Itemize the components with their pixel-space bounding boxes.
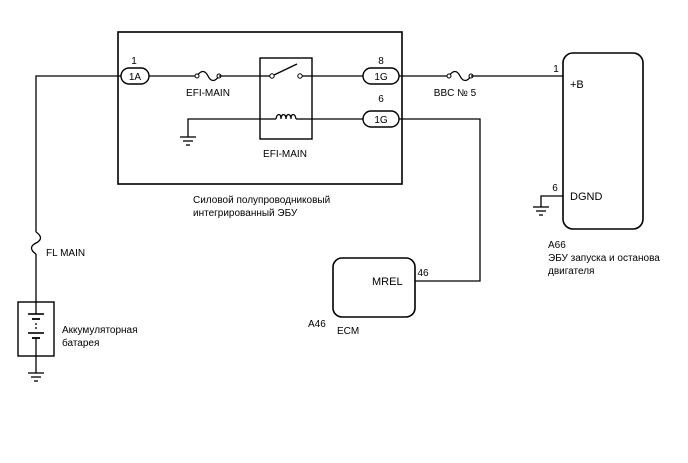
connector-1g-bottom-pin-number: 6 — [378, 94, 384, 105]
ecm-name: ECM — [337, 326, 359, 337]
power-ecu-title-line1: Силовой полупроводниковый — [193, 195, 330, 206]
efi-main-relay — [259, 57, 313, 140]
a66-ref: A66 — [548, 240, 566, 251]
battery-label-line2: батарея — [62, 337, 99, 349]
power-ecu-title-line2: интегрированный ЭБУ — [193, 208, 298, 219]
fl-main-fuse-label: FL MAIN — [46, 248, 85, 259]
bbc-5-fuse-symbol — [448, 70, 472, 82]
connector-1g-top: 8 1G — [362, 56, 400, 85]
a66-name-line2: двигателя — [548, 266, 594, 277]
power-ecu-box — [117, 31, 403, 185]
efi-main-relay-label: EFI-MAIN — [263, 149, 307, 160]
connector-1a-pin-number: 1 — [131, 56, 137, 67]
connector-1a: 1 1A — [120, 56, 150, 85]
efi-main-fuse-symbol — [196, 70, 220, 82]
ecm-ref: A46 — [308, 319, 326, 330]
a66-name-line1: ЭБУ запуска и останова — [548, 253, 660, 264]
fl-main-fuse-symbol — [30, 231, 42, 255]
a66-pin-b-number: 1 — [553, 64, 559, 75]
battery-label-line1: Аккумуляторная — [62, 325, 138, 336]
start-stop-ecu-box — [562, 52, 644, 230]
connector-1g-top-pin-number: 8 — [378, 56, 384, 67]
connector-1a-label: 1A — [129, 72, 142, 83]
ecm-box — [332, 257, 416, 318]
battery-cell-symbol — [28, 302, 44, 356]
ground-symbol-coil — [180, 136, 196, 146]
bbc-5-fuse-label: BBC № 5 — [434, 88, 477, 99]
ecm-pin-label: MREL — [372, 276, 403, 288]
ecm-pin-number: 46 — [417, 268, 429, 279]
a66-pin-b-label: +B — [570, 79, 584, 91]
efi-main-fuse-label: EFI-MAIN — [186, 88, 230, 99]
ground-symbol-a66 — [533, 206, 549, 216]
a66-pin-gnd-label: DGND — [570, 191, 602, 203]
a66-pin-gnd-number: 6 — [552, 183, 558, 194]
connector-1g-bottom: 6 1G — [362, 94, 400, 128]
connector-1g-bottom-label: 1G — [374, 115, 388, 126]
connector-1g-top-label: 1G — [374, 72, 388, 83]
ground-symbol-battery — [28, 372, 44, 382]
relay-coil-symbol — [275, 113, 297, 120]
